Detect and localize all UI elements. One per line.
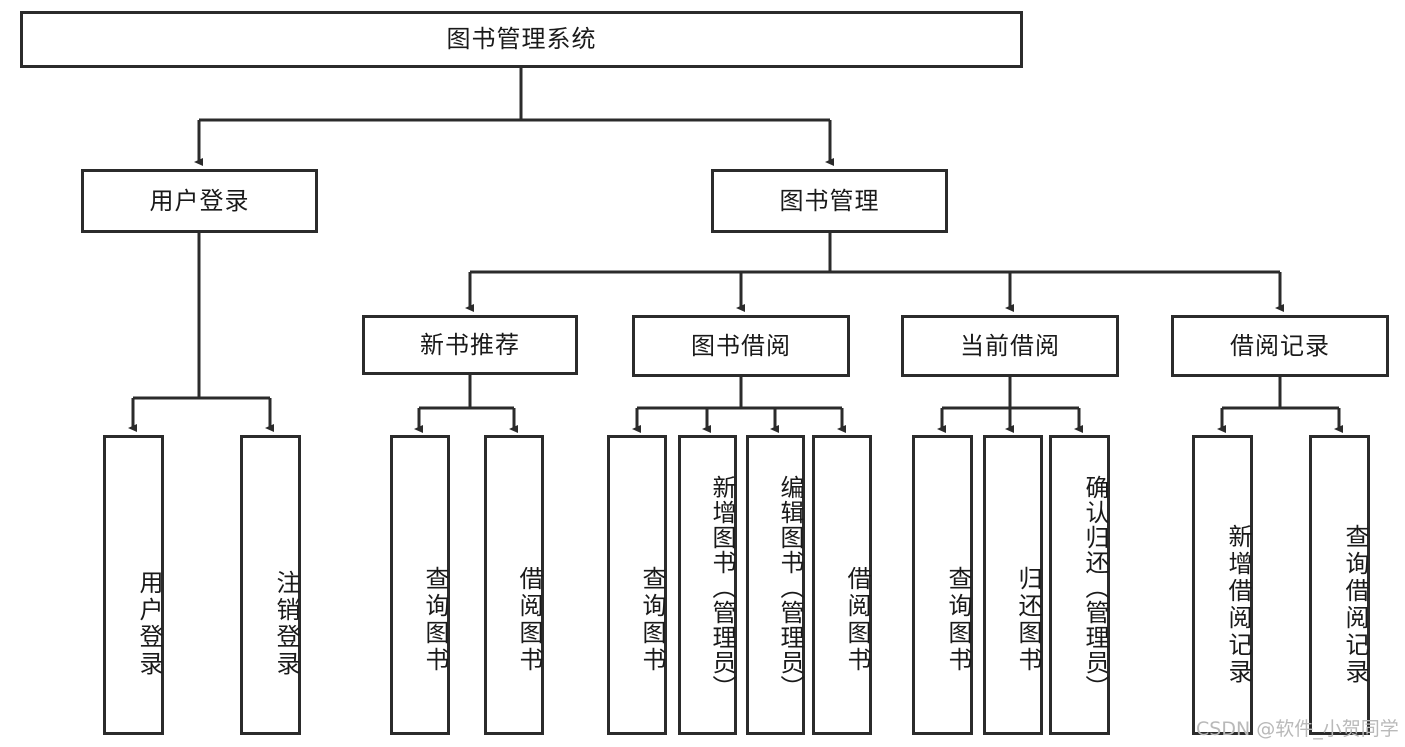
- node-book-borrow[interactable]: 图书借阅: [632, 315, 850, 377]
- node-root-system[interactable]: 图书管理系统: [20, 11, 1023, 68]
- node-user-login[interactable]: 用户登录: [81, 169, 318, 233]
- leaf-record-add-borrow-record[interactable]: 新增借阅记录: [1192, 435, 1253, 735]
- leaf-borrow-add-book-admin[interactable]: 新增图书（管理员）: [678, 435, 737, 735]
- leaf-current-confirm-return-admin[interactable]: 确认归还（管理员）: [1049, 435, 1110, 735]
- leaf-recommend-borrow-book[interactable]: 借阅图书: [484, 435, 544, 735]
- leaf-borrow-query-book[interactable]: 查询图书: [607, 435, 667, 735]
- node-book-management[interactable]: 图书管理: [711, 169, 948, 233]
- leaf-user-login-signout[interactable]: 注销登录: [240, 435, 301, 735]
- watermark-text: CSDN @软件_小贺同学: [1196, 718, 1399, 740]
- leaf-borrow-edit-book-admin[interactable]: 编辑图书（管理员）: [746, 435, 805, 735]
- leaf-current-return-book[interactable]: 归还图书: [983, 435, 1043, 735]
- leaf-user-login-signin[interactable]: 用户登录: [103, 435, 164, 735]
- node-current-borrow[interactable]: 当前借阅: [901, 315, 1119, 377]
- node-borrow-record[interactable]: 借阅记录: [1171, 315, 1389, 377]
- leaf-record-query-borrow-record[interactable]: 查询借阅记录: [1309, 435, 1370, 735]
- leaf-borrow-borrow-book[interactable]: 借阅图书: [812, 435, 872, 735]
- node-new-book-recommend[interactable]: 新书推荐: [362, 315, 578, 375]
- leaf-current-query-book[interactable]: 查询图书: [912, 435, 973, 735]
- leaf-recommend-query-book[interactable]: 查询图书: [390, 435, 450, 735]
